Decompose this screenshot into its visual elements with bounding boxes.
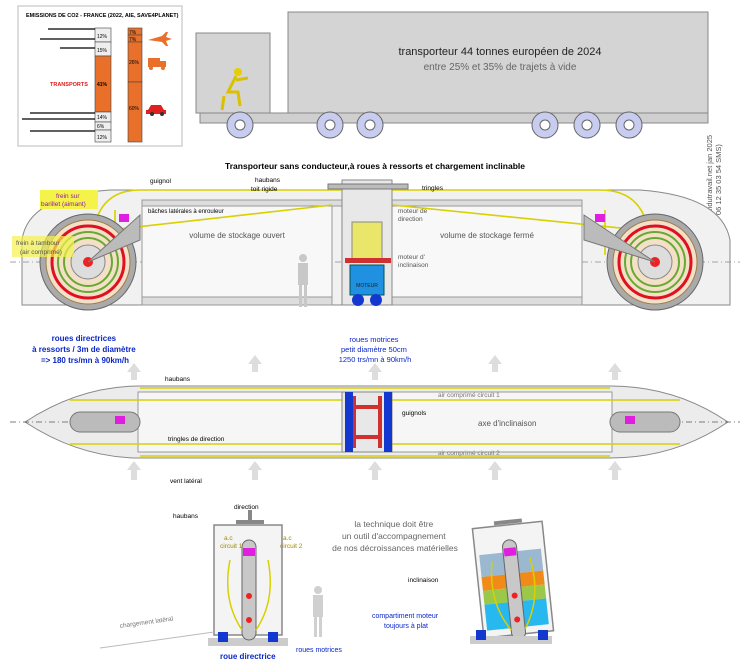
emissions-chart: EMISSIONS DE CO2 - FRANCE (2022, AIE, SA… — [17, 5, 183, 147]
label-haubans-front: haubans — [173, 513, 199, 520]
right-magnet-brake — [595, 214, 605, 222]
label-volume-ferme: volume de stockage fermé — [440, 231, 534, 240]
label-guignol: guignol — [150, 178, 172, 185]
label-air-circuit-1: air comprimé circuit 1 — [438, 392, 500, 399]
stack1-v3: 41% — [97, 82, 108, 88]
label-tringles: tringles — [422, 185, 444, 192]
label-guignols: guignols — [402, 410, 427, 417]
stack2-v4: 60% — [129, 106, 140, 112]
truck-title: transporteur 44 tonnes européen de 2024 — [398, 46, 601, 58]
label-baches: bâches latérales à enrouleur — [148, 209, 224, 215]
driver-figure — [220, 68, 249, 111]
wind-arrows-top — [127, 355, 622, 380]
section1-title: Transporteur sans conducteur,à roues à r… — [225, 161, 525, 171]
label-roues-motrices-front: roues motrices — [296, 647, 342, 654]
credit-line-1: fmdutravail.net jan 2025 — [705, 135, 714, 215]
stack1-v1: 12% — [97, 34, 108, 40]
label-vent-lateral: vent latéral — [170, 478, 202, 485]
label-roue-directrice: roue directrice — [220, 652, 276, 661]
emissions-stack-1: 12% 15% 41% 14% 6% 12% — [94, 27, 112, 143]
truck-wheels — [226, 111, 643, 139]
top-view-vehicle: roues directrices à ressorts / 3m de dia… — [10, 334, 740, 485]
emissions-title: EMISSIONS DE CO2 - FRANCE (2022, AIE, SA… — [26, 13, 179, 19]
stack2-v2: 7% — [129, 37, 137, 43]
label-toit-rigide: toit rigide — [251, 186, 278, 193]
label-direction: direction — [234, 504, 259, 511]
truck-44t: transporteur 44 tonnes européen de 2024 … — [195, 11, 709, 139]
left-magnet-brake — [119, 214, 129, 222]
label-volume-ouvert: volume de stockage ouvert — [189, 231, 285, 240]
front-view-tilted — [470, 518, 555, 644]
label-axe-inclinaison: axe d'inclinaison — [478, 419, 536, 428]
credit-text: fmdutravail.net jan 2025 06 12 35 03 54 … — [705, 133, 723, 215]
label-technique: la technique doit être un outil d'accomp… — [332, 519, 458, 553]
label-roues-motrices: roues motrices petit diamètre 50cm 1250 … — [339, 335, 412, 364]
transports-label: TRANSPORTS — [50, 82, 88, 88]
label-air-circuit-2: air comprimé circuit 2 — [438, 450, 500, 457]
emissions-leader-lines — [22, 28, 95, 132]
label-frein-tambour: frein à tambour(air comprimé) — [16, 240, 62, 256]
stack2-v1: 7% — [129, 30, 137, 36]
stack1-v5: 6% — [97, 124, 105, 130]
label-haubans-top: haubans — [165, 376, 191, 383]
credit-line-2: 06 12 35 03 54 SMS) — [714, 144, 723, 215]
truck-subtitle: entre 25% et 35% de trajets à vide — [424, 62, 577, 73]
side-view-vehicle: Transporteur sans conducteur,à roues à r… — [10, 161, 740, 311]
label-tringles-direction: tringles de direction — [168, 436, 225, 443]
label-haubans: haubans — [255, 177, 281, 184]
stack1-v2: 15% — [97, 48, 108, 54]
motor-label: MOTEUR — [356, 283, 378, 289]
person-silhouette — [298, 254, 308, 307]
label-moteur-inclinaison: moteur d'inclinaison — [398, 254, 429, 269]
label-inclinaison: inclinaison — [408, 577, 439, 584]
truck-icon — [148, 58, 166, 70]
plane-icon — [148, 32, 172, 46]
stack2-v3: 26% — [129, 60, 140, 66]
stack1-v6: 12% — [97, 135, 108, 141]
person-silhouette-2 — [313, 586, 323, 637]
label-chargement-lateral: chargement latéral — [119, 615, 174, 630]
label-compartiment-moteur: compartiment moteur toujours à plat — [372, 613, 440, 630]
label-roues-directrices: roues directrices à ressorts / 3m de dia… — [32, 334, 138, 365]
wind-arrows-bottom — [127, 461, 622, 480]
car-icon — [146, 105, 166, 116]
emissions-stack-2: 7% 7% 26% 60% — [127, 27, 143, 143]
stack1-v4: 14% — [97, 115, 108, 121]
